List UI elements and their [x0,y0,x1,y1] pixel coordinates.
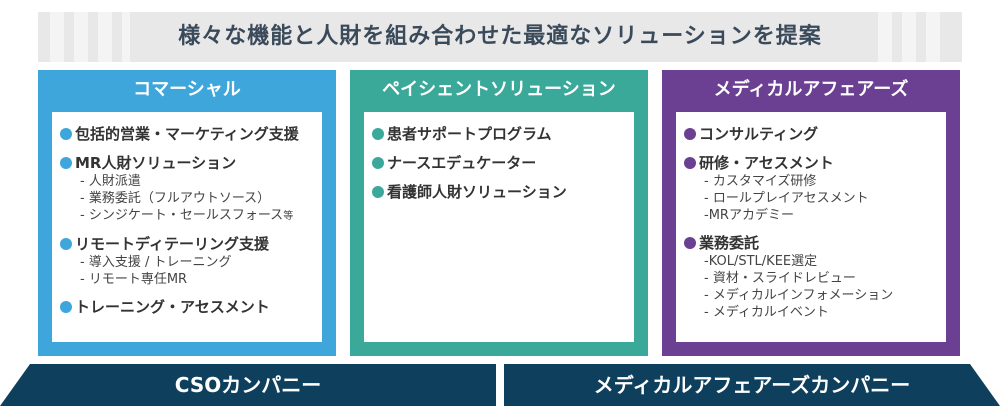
item-label: コンサルティング [699,125,819,143]
bullet-dot-icon [372,128,384,140]
sub-item: -MRアカデミー [704,208,794,223]
item-label: リモートディテーリング支援 [75,235,269,253]
sub-item: - リモート専任MR [80,272,188,287]
sub-item: -KOL/STL/KEE選定 [704,254,818,269]
sub-item: - 業務委託（フルアウトソース） [80,191,271,206]
list-item: トレーニング・アセスメント [60,297,312,317]
banner-stripe [926,12,940,62]
bullet-dot-icon [372,186,384,198]
item-label: 業務委託 [699,234,760,252]
column-medical-affairs: メディカルアフェアーズ コンサルティング 研修・アセスメント - カスタマイズ研… [662,70,960,356]
column-body: コンサルティング 研修・アセスメント - カスタマイズ研修 - ロールプレイアセ… [676,112,946,342]
medical-affairs-company-bar: メディカルアフェアーズカンパニー [504,364,1000,406]
banner-stripe [902,12,916,62]
list-item: ナースエデュケーター [372,153,624,173]
item-label: 研修・アセスメント [699,154,834,172]
list-item: コンサルティング [684,124,936,144]
column-patient-solution: ペイシェントソリューション 患者サポートプログラム ナースエデュケーター 看護師… [350,70,648,356]
sub-item: - カスタマイズ研修 [704,174,817,189]
bullet-dot-icon [60,301,72,313]
column-heading: ペイシェントソリューション [382,79,616,100]
sub-item: - 資材・スライドレビュー [704,271,856,286]
list-item: 患者サポートプログラム [372,124,624,144]
bullet-dot-icon [684,128,696,140]
column-body: 患者サポートプログラム ナースエデュケーター 看護師人財ソリューション [364,112,634,342]
item-label: 患者サポートプログラム [387,125,552,143]
cso-company-bar: CSOカンパニー [0,364,496,406]
sub-item: - シンジケート・セールスフォース等 [80,208,294,223]
item-label: 看護師人財ソリューション [387,183,567,201]
item-label: トレーニング・アセスメント [75,298,270,316]
list-item: 包括的営業・マーケティング支援 [60,124,312,144]
sub-item: - 導入支援 / トレーニング [80,255,232,270]
column-body: 包括的営業・マーケティング支援 MR人財ソリューション - 人財派遣 - 業務委… [52,112,322,342]
bullet-dot-icon [684,237,696,249]
list-item: MR人財ソリューション [60,153,312,173]
sub-item: - ロールプレイアセスメント [704,191,869,206]
list-item: 研修・アセスメント [684,153,936,173]
sub-item: - 人財派遣 [80,174,141,189]
list-item: リモートディテーリング支援 [60,234,312,254]
item-label: ナースエデュケーター [387,154,537,172]
bullet-dot-icon [60,157,72,169]
banner-stripe [878,12,892,62]
bullet-dot-icon [684,157,696,169]
item-label: MR人財ソリューション [75,154,237,172]
sub-item: - メディカルイベント [704,305,829,320]
bullet-dot-icon [60,128,72,140]
list-item: 看護師人財ソリューション [372,182,624,202]
banner-title: 様々な機能と人財を組み合わせた最適なソリューションを提案 [130,12,870,62]
banner-stripe [50,12,64,62]
column-commercial: コマーシャル 包括的営業・マーケティング支援 MR人財ソリューション - 人財派… [38,70,336,356]
column-heading: メディカルアフェアーズ [713,79,909,100]
list-item: 業務委託 [684,233,936,253]
column-heading: コマーシャル [133,79,241,100]
sub-item: - メディカルインフォメーション [704,288,894,303]
bullet-dot-icon [60,238,72,250]
banner-stripe [98,12,112,62]
item-label: 包括的営業・マーケティング支援 [75,125,299,143]
banner-stripe [74,12,88,62]
bullet-dot-icon [372,157,384,169]
